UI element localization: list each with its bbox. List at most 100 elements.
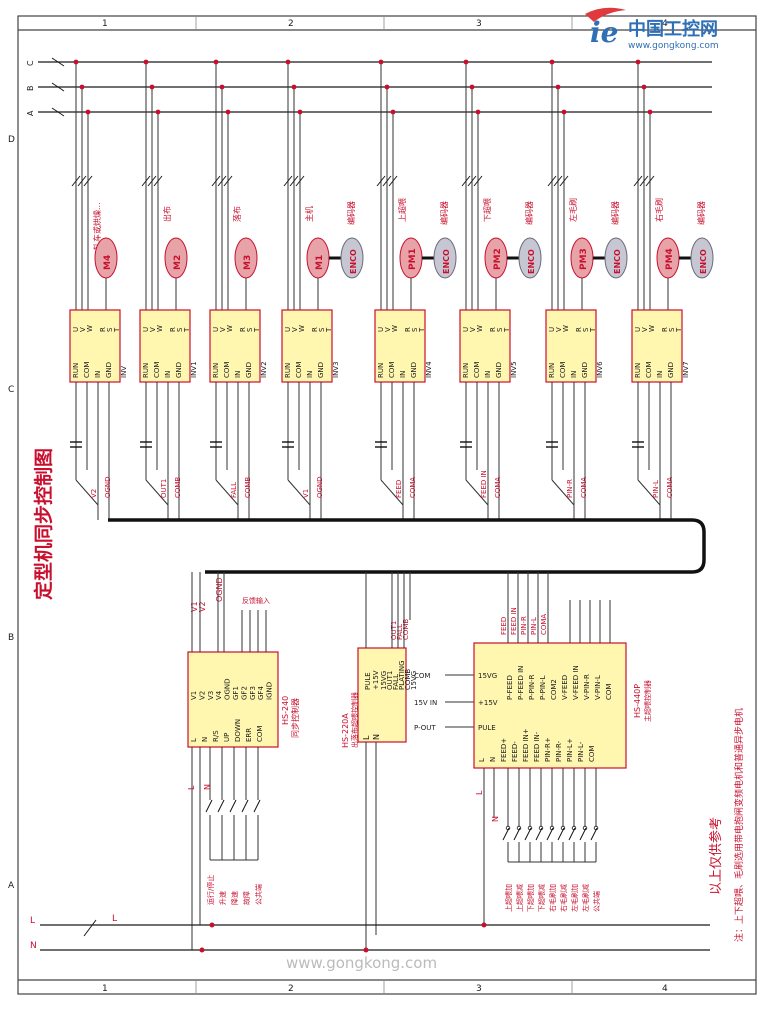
power-l-2: L	[112, 914, 117, 924]
hs220-terminal: COM	[414, 672, 430, 680]
encoder-label: 编码器	[439, 201, 449, 225]
hs440-pin: P-FEED IN	[517, 666, 525, 700]
hs440-pin: PIN-R-	[555, 740, 563, 762]
inverter-terminal: R	[311, 327, 319, 332]
hs440-pin: V-PIN-L	[594, 675, 602, 700]
inverter-terminal: RUN	[284, 363, 292, 378]
inverter-terminal: W	[476, 325, 484, 332]
hs440-pin: FEED+	[500, 738, 508, 762]
power-line: L N L	[30, 914, 710, 953]
motor-label: 右毛刷	[654, 198, 664, 222]
hs440-switch-label: 左毛刷加	[570, 884, 579, 912]
hs440-wire-label: PIN-L	[530, 617, 538, 635]
grid-row-a: A	[8, 881, 15, 891]
encoder-name: ENCO	[613, 249, 622, 274]
signal-label: COMA	[409, 477, 417, 498]
signal-label: OGND	[104, 476, 112, 498]
inverter-terminal: V	[469, 327, 477, 332]
inverter-terminal: COM	[223, 362, 231, 378]
hs220-wire-comb: COMB	[402, 619, 410, 640]
hs240-pin: OGND	[224, 678, 232, 700]
signal-label: V1	[302, 489, 310, 498]
hs440-pin: PIN-R+	[544, 737, 552, 762]
signal-label: OGND	[316, 476, 324, 498]
hs240-pin: GF4	[257, 686, 265, 700]
hs440-input: +15V	[478, 699, 498, 707]
hs440-name: HS-440P	[633, 684, 642, 718]
phase-c: C	[26, 60, 35, 66]
hs220-pin: PLATING	[398, 660, 406, 690]
inverter-terminal: COM	[295, 362, 303, 378]
inverter-terminal: COM	[153, 362, 161, 378]
hs240-switch-label: 故障	[242, 891, 251, 905]
hs240-n: N	[203, 784, 212, 790]
inverter-terminal: U	[377, 327, 385, 332]
note-text: 注：上下超喂、毛刷选用带电抱闸变频电机和普通异步电机	[733, 708, 745, 942]
hs220-name: HS-220A	[341, 713, 350, 748]
inverter-terminal: T	[503, 327, 511, 333]
hs220-terminal: P-OUT	[414, 724, 436, 732]
hs440-switch-label: 公共端	[592, 891, 601, 912]
grid-row-c: C	[8, 385, 14, 395]
inverter-terminal: V	[79, 327, 87, 332]
svg-text:ie: ie	[590, 16, 618, 49]
hs220-wire-out1: OUT1	[390, 621, 398, 640]
drawing-frame	[17, 15, 757, 995]
inverter-name: INV4	[425, 361, 433, 378]
hs440-pin: V-FEED	[561, 675, 569, 700]
inverter-terminal: RUN	[377, 363, 385, 378]
inverter-terminal: T	[325, 327, 333, 333]
grid-col-top-4: 4	[662, 19, 668, 29]
inverter-terminal: GND	[667, 362, 675, 378]
inverter-terminal: COM	[645, 362, 653, 378]
hs220-wire-fall: FALL	[396, 624, 404, 640]
signal-label: COMB	[174, 477, 182, 498]
hs440-pin: FEED IN-	[533, 731, 541, 762]
logo-swoosh-icon	[585, 7, 626, 22]
hs240-desc: 同步控制器	[290, 698, 300, 738]
grid-row-d: D	[8, 135, 15, 145]
grid-col-top-3: 3	[476, 19, 482, 29]
inverter-terminal: COM	[388, 362, 396, 378]
hs240-pin: L	[190, 738, 198, 742]
inverter-terminal: W	[648, 325, 656, 332]
inverter-box	[631, 309, 683, 383]
inverter-terminal: COM	[559, 362, 567, 378]
grid-col-bot-4: 4	[662, 984, 668, 994]
hs440-switch-label: 上超喂加	[504, 884, 513, 912]
hs440-input: 15VG	[478, 672, 497, 680]
hs440-wire-label: FEED	[500, 617, 508, 635]
hs240-pin: V2	[198, 691, 206, 700]
hs240-feedback: 反馈输入	[242, 596, 270, 605]
inverter-name: INV1	[190, 361, 198, 378]
logo-brand: 中国工控网	[628, 18, 718, 40]
encoder-label: 编码器	[524, 201, 534, 225]
hs440-n: N	[491, 816, 500, 822]
signal-label: COMA	[580, 477, 588, 498]
inverter-terminal: RUN	[212, 363, 220, 378]
encoder-label: 编码器	[696, 201, 706, 225]
inverter-name: INV	[120, 366, 128, 378]
inverter-terminal: S	[496, 327, 504, 332]
logo-url: www.gongkong.com	[628, 41, 719, 51]
motor-name: M3	[243, 255, 253, 270]
motor-label: 下超喂	[482, 198, 492, 222]
hs240-l: L	[187, 785, 196, 790]
logo: ie 中国工控网 www.gongkong.com	[585, 7, 719, 51]
inverter-terminal: RUN	[462, 363, 470, 378]
inverter-terminal: IN	[570, 371, 578, 378]
hs220-pin: 15VG	[410, 671, 418, 690]
hs220-terminal: 15V IN	[414, 699, 437, 707]
inverter-terminal: S	[246, 327, 254, 332]
motor-name: M2	[173, 255, 183, 270]
hs440-pin: FEED IN+	[522, 728, 530, 762]
hs220-pin: +15V	[372, 670, 380, 690]
